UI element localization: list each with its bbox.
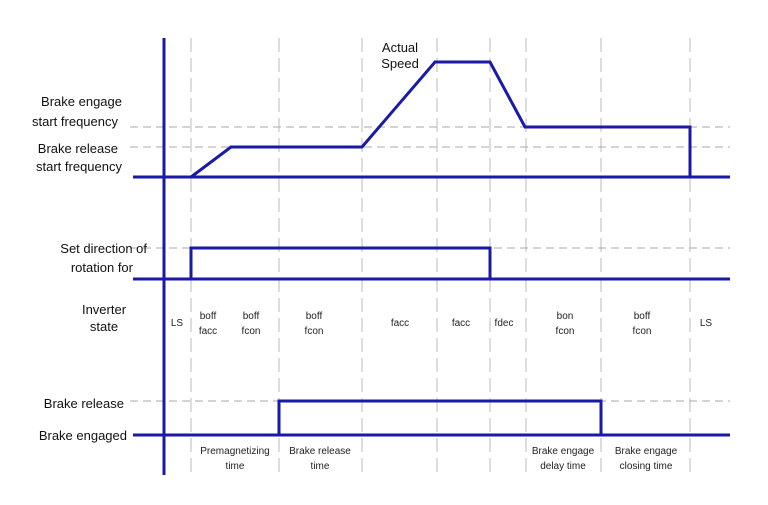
brake-release-label: Brake release [44,396,124,411]
inverter-state-cell: LS [171,318,184,329]
phase-dividers [190,38,691,475]
inverter-state-cell: facc [452,318,470,329]
direction-signal [189,246,492,279]
inverter-state-cell: LS [700,318,713,329]
speed-curve [190,60,692,179]
brake-signal [277,399,603,435]
brake-engaged-label: Brake engaged [39,428,127,443]
inverter-state-cell: fdec [495,318,514,329]
inverter-state-cell: facc [391,318,409,329]
